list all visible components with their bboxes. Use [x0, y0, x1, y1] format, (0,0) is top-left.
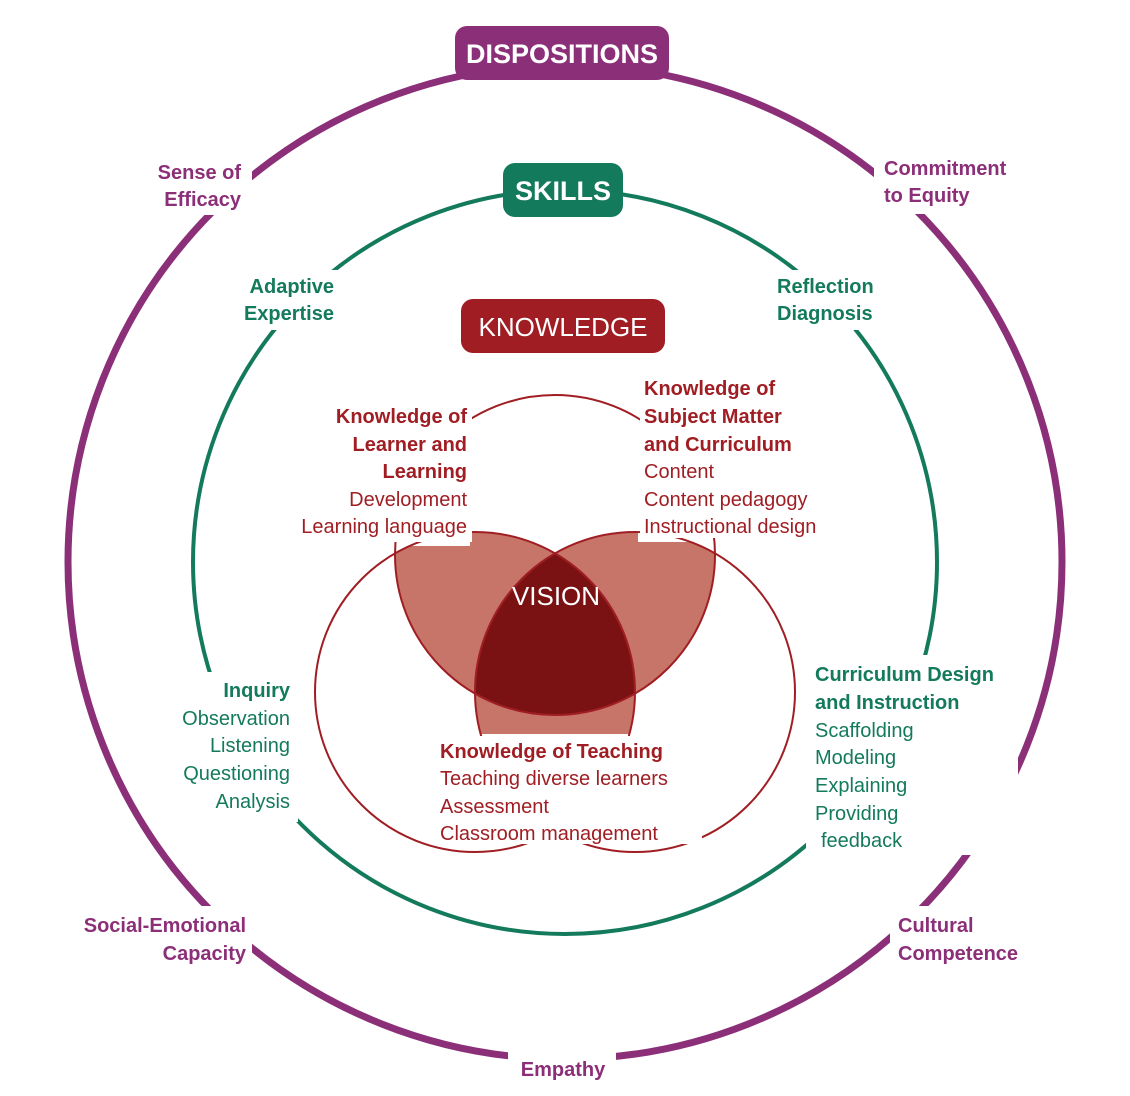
learner-heading-2: Learner and — [353, 434, 467, 456]
vision-label: VISION — [512, 581, 600, 611]
sense-of-efficacy-label-2: Efficacy — [164, 189, 242, 211]
curriculum-design-item: Scaffolding — [815, 720, 914, 742]
subject-item: Content — [644, 461, 714, 483]
social-emotional-label: Social-Emotional — [84, 915, 246, 937]
inquiry-item: Observation — [182, 708, 290, 730]
dispositions-pill — [455, 26, 669, 80]
teaching-item: Classroom management — [440, 823, 658, 845]
teaching-item: Assessment — [440, 796, 549, 818]
venn-circle-top — [394, 394, 716, 716]
subject-heading-3: and Curriculum — [644, 434, 792, 456]
sense-of-efficacy-label: Sense of — [158, 162, 242, 184]
learner-item: Learning language — [301, 516, 467, 538]
inquiry-item: Analysis — [216, 791, 290, 813]
learner-heading-3: Learning — [383, 461, 467, 483]
vision-region — [475, 532, 635, 715]
dispositions-title: DISPOSITIONS — [466, 39, 658, 69]
knowledge-title: KNOWLEDGE — [478, 312, 647, 342]
teaching-item: Teaching diverse learners — [440, 768, 668, 790]
inquiry-item: Questioning — [183, 763, 290, 785]
skills-pill — [503, 163, 623, 217]
learner-item: Development — [349, 489, 467, 511]
curriculum-design-heading-2: and Instruction — [815, 692, 959, 714]
curriculum-design-item: Explaining — [815, 775, 907, 797]
venn-circle-left — [314, 531, 636, 853]
subject-item: Content pedagogy — [644, 489, 807, 511]
adaptive-expertise-label: Adaptive — [250, 276, 334, 298]
learner-heading: Knowledge of — [336, 406, 467, 428]
teaching-heading: Knowledge of Teaching — [440, 741, 663, 763]
commitment-to-equity-label-2: to Equity — [884, 185, 970, 207]
knowledge-pill — [461, 299, 665, 353]
reflection-diagnosis-label-2: Diagnosis — [777, 303, 873, 325]
adaptive-expertise-label-2: Expertise — [244, 303, 334, 325]
cultural-competence-label-2: Competence — [898, 943, 1018, 965]
venn-circle-right — [474, 531, 796, 853]
social-emotional-label-2: Capacity — [163, 943, 247, 965]
curriculum-design-heading: Curriculum Design — [815, 664, 994, 686]
subject-heading: Knowledge of — [644, 378, 775, 400]
empathy-label: Empathy — [521, 1059, 606, 1081]
skills-title: SKILLS — [515, 176, 611, 206]
curriculum-design-item: Modeling — [815, 747, 896, 769]
inquiry-item: Listening — [210, 735, 290, 757]
curriculum-design-item: Providing — [815, 803, 898, 825]
curriculum-design-item: feedback — [821, 830, 903, 852]
subject-item: Instructional design — [644, 516, 816, 538]
inquiry-heading: Inquiry — [223, 680, 291, 702]
reflection-diagnosis-label: Reflection — [777, 276, 874, 298]
subject-heading-2: Subject Matter — [644, 406, 782, 428]
cultural-competence-label: Cultural — [898, 915, 974, 937]
commitment-to-equity-label: Commitment — [884, 158, 1007, 180]
